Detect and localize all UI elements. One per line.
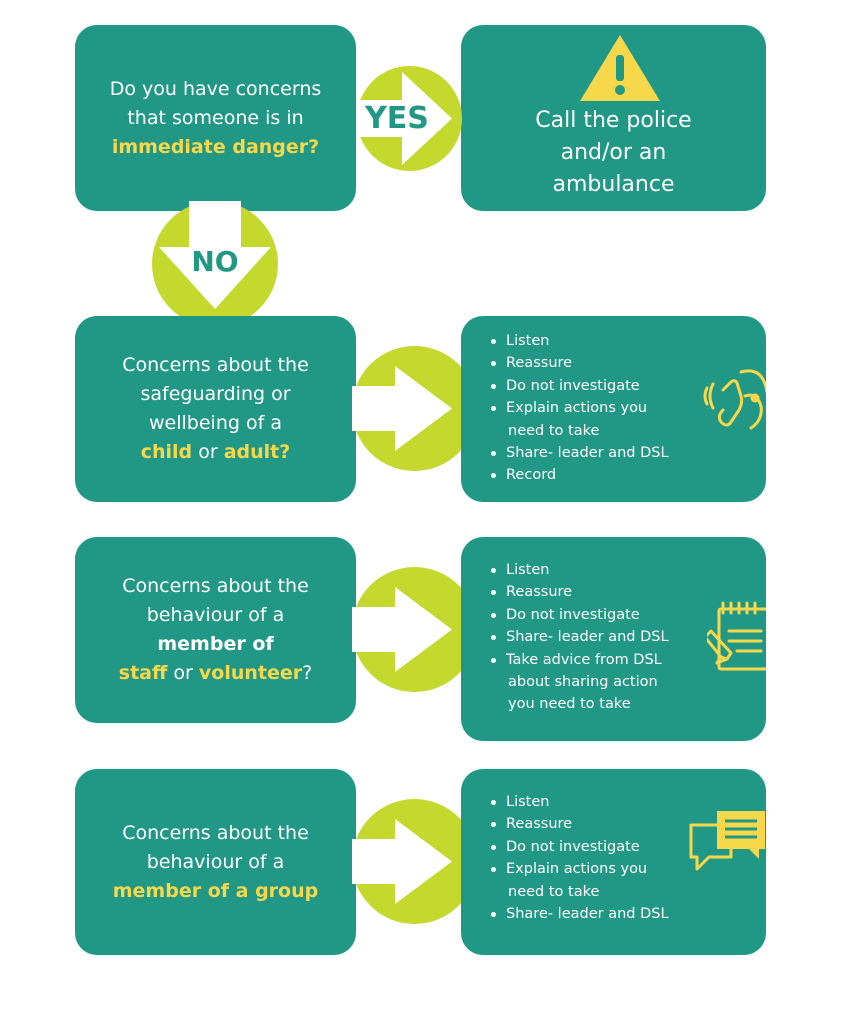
or-text: or [198,441,218,463]
group-actions-list: Listen Reassure Do not investigate Expla… [491,791,669,925]
staff-question-box: Concerns about the behaviour of a member… [75,537,356,723]
list-item: Reassure [491,352,669,374]
list-item: Take advice from DSL [491,649,669,671]
list-item: Listen [491,330,669,352]
list-item: you need to take [508,696,631,713]
danger-question-highlight: immediate danger? [111,135,320,158]
staff-highlight: staff [118,662,168,684]
member-of-group-highlight: member of a group [112,879,319,902]
list-item: Listen [491,559,669,581]
staff-actions-box: Listen Reassure Do not investigate Share… [461,537,766,741]
down-arrow-icon [159,201,271,309]
staff-question-text: Concerns about the behaviour of a [122,575,309,626]
list-item: about sharing action [508,674,658,691]
danger-question-text: Do you have concerns that someone is in [109,77,322,129]
or-text: or [173,662,193,684]
list-item: Explain actions you [491,397,669,419]
safeguarding-actions-box: Listen Reassure Do not investigate Expla… [461,316,766,502]
staff-actions-list: Listen Reassure Do not investigate Share… [491,559,669,716]
safeguarding-actions-list: Listen Reassure Do not investigate Expla… [491,330,669,487]
question-mark: ? [302,662,313,684]
list-item: Do not investigate [491,604,669,626]
list-item: Do not investigate [491,375,669,397]
list-item: Explain actions you [491,858,669,880]
yes-arrow: YES [357,66,462,171]
child-highlight: child [140,441,193,463]
call-police-text: Call the police and/or an ambulance [535,108,692,197]
no-label: NO [191,245,239,278]
right-arrow-icon [352,366,452,451]
volunteer-highlight: volunteer [198,662,303,684]
yes-label: YES [365,101,429,136]
list-item: need to take [508,883,600,900]
adult-highlight: adult? [223,441,291,463]
right-arrow-icon [352,587,452,672]
group-question-text: Concerns about the behaviour of a [122,821,309,873]
safeguarding-question-text: Concerns about the safeguarding or wellb… [122,354,309,434]
right-arrow-icon [357,72,452,165]
list-item: Listen [491,791,669,813]
chat-bubbles-icon [689,811,765,871]
notepad-pencil-icon [707,601,766,671]
step4-arrow [352,799,477,924]
danger-question-box: Do you have concerns that someone is in … [75,25,356,211]
list-item: Share- leader and DSL [491,626,669,648]
step3-arrow [352,567,477,692]
group-question-box: Concerns about the behaviour of a member… [75,769,356,955]
no-arrow: NO [152,201,278,327]
list-item: Share- leader and DSL [491,442,669,464]
warning-triangle-icon [580,35,660,101]
list-item: Record [491,464,669,486]
list-item: Reassure [491,581,669,603]
list-item: Do not investigate [491,836,669,858]
list-item: Reassure [491,813,669,835]
step2-arrow [352,346,477,471]
listening-ear-icon [703,369,766,430]
list-item: Share- leader and DSL [491,903,669,925]
list-item: need to take [508,422,600,439]
right-arrow-icon [352,819,452,904]
member-of-text: member of [157,633,274,655]
group-actions-box: Listen Reassure Do not investigate Expla… [461,769,766,955]
safeguarding-question-box: Concerns about the safeguarding or wellb… [75,316,356,502]
